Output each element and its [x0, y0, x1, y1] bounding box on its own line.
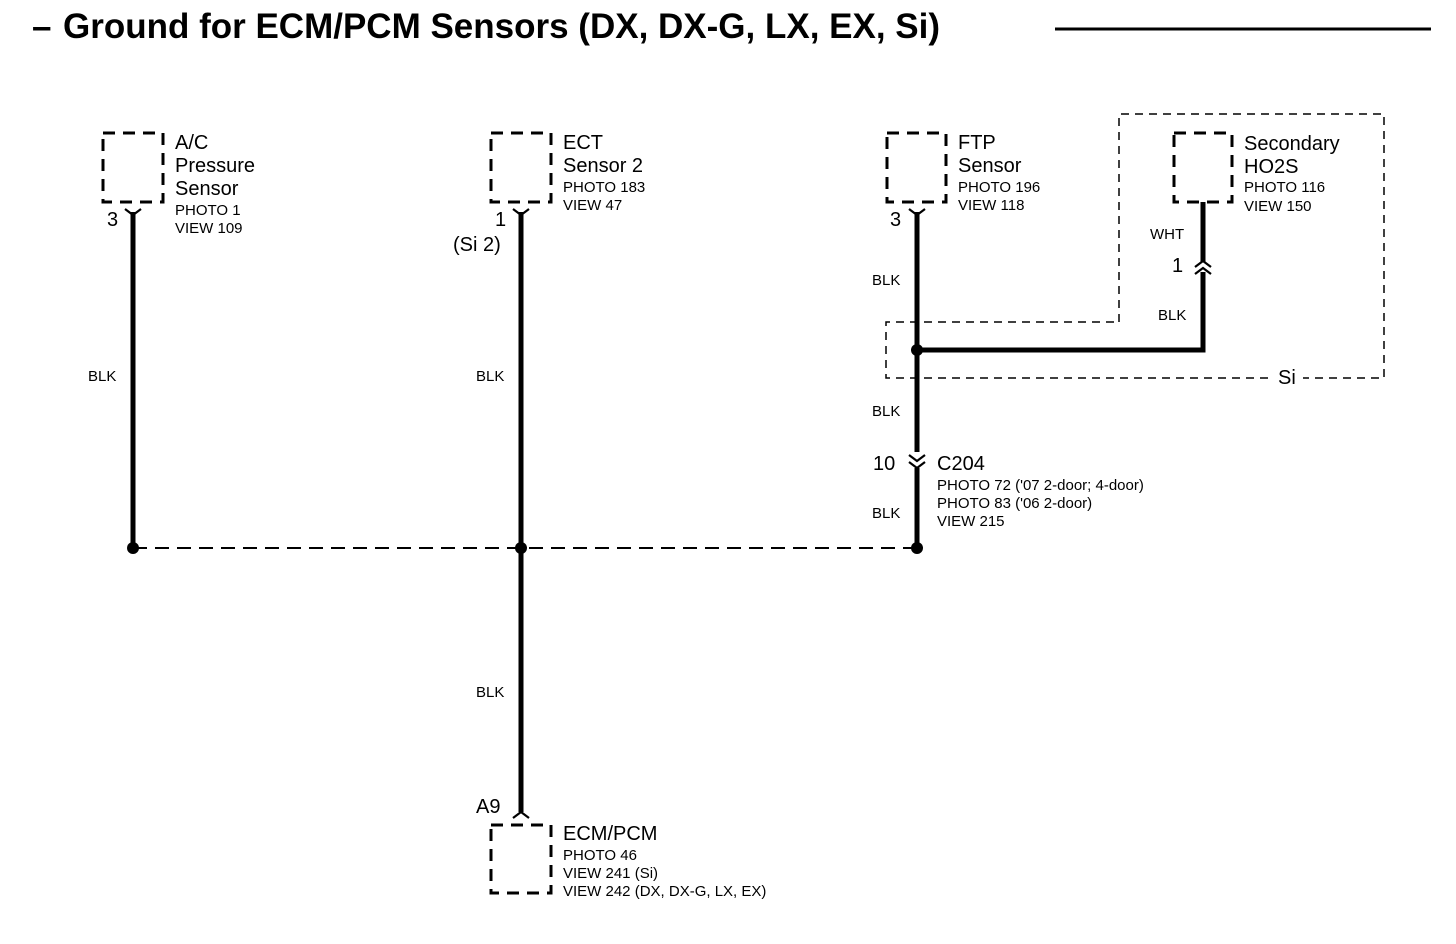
c204-lower-wire-color-label: BLK [872, 505, 900, 522]
ftp-sensor-view-ref: VIEW 118 [958, 197, 1024, 214]
ect-sensor-view-ref: VIEW 47 [563, 197, 622, 214]
ac-sensor-view-ref: VIEW 109 [175, 220, 243, 237]
ect-sensor-2: ECT Sensor 2 PHOTO 183 VIEW 47 1 (Si 2) [453, 131, 645, 256]
si-option-region [1118, 113, 1385, 379]
ecm-pcm-pin: A9 [476, 796, 500, 818]
ho2s-upper-wire-color-label: WHT [1150, 226, 1184, 243]
ecm-pcm-photo-ref: PHOTO 46 [563, 847, 637, 864]
ecm-wire-color-label: BLK [476, 684, 504, 701]
ho2s-name-line2: HO2S [1244, 156, 1298, 178]
ftp-sensor-name-line2: Sensor [958, 155, 1022, 177]
ac-sensor-photo-ref: PHOTO 1 [175, 202, 241, 219]
ecm-pcm-name: ECM/PCM [563, 823, 657, 845]
ac-sensor-name-line2: Pressure [175, 155, 255, 177]
secondary-ho2s-box [1172, 131, 1234, 204]
page-title: Ground for ECM/PCM Sensors (DX, DX-G, LX… [63, 7, 940, 46]
ac-ground-splice [127, 542, 139, 554]
secondary-ho2s: Secondary HO2S PHOTO 116 VIEW 150 [1172, 131, 1340, 215]
c204-pin: 10 [873, 453, 895, 475]
ac-wire-color-label: BLK [88, 368, 116, 385]
ho2s-inline-connector [1194, 259, 1212, 275]
ecm-pcm-box [489, 823, 553, 895]
ftp-wire-color-label: BLK [872, 272, 900, 289]
c204-photo-ref-1: PHOTO 72 ('07 2-door; 4-door) [937, 477, 1144, 494]
ho2s-lower-wire-color-label: BLK [1158, 307, 1186, 324]
ect-sensor-pin: 1 [495, 209, 506, 231]
ho2s-inline-pin: 1 [1172, 255, 1183, 277]
ftp-sensor-pin: 3 [890, 209, 901, 231]
ftp-ground-splice [911, 542, 923, 554]
ecm-pcm: A9 ECM/PCM PHOTO 46 VIEW 241 (Si) VIEW 2… [476, 796, 766, 900]
ect-sensor-photo-ref: PHOTO 183 [563, 179, 645, 196]
c204-connector: 10 C204 PHOTO 72 ('07 2-door; 4-door) PH… [873, 453, 1144, 530]
ftp-lower-wire-color-label: BLK [872, 403, 900, 420]
ecm-pcm-terminal [512, 810, 530, 819]
c204-photo-ref-2: PHOTO 83 ('06 2-door) [937, 495, 1092, 512]
ect-sensor-name-line1: ECT [563, 132, 603, 154]
si-option-region-lower [885, 321, 1268, 379]
si-region-label: Si [1278, 367, 1296, 389]
c204-name: C204 [937, 453, 985, 475]
ftp-sensor-photo-ref: PHOTO 196 [958, 179, 1040, 196]
ect-wire-color-label: BLK [476, 368, 504, 385]
ac-sensor-name-line1: A/C [175, 132, 208, 154]
ac-sensor-name-line3: Sensor [175, 178, 239, 200]
ftp-sensor: FTP Sensor PHOTO 196 VIEW 118 3 [885, 131, 1040, 231]
ho2s-view-ref: VIEW 150 [1244, 198, 1312, 215]
ftp-ho2s-splice [911, 344, 923, 356]
ect-sensor-name-line2: Sensor 2 [563, 155, 643, 177]
ac-pressure-sensor-box [101, 131, 165, 204]
c204-view-ref: VIEW 215 [937, 513, 1005, 530]
ftp-sensor-box [885, 131, 948, 204]
ect-sensor-box [489, 131, 553, 204]
ac-sensor-pin: 3 [107, 209, 118, 231]
ecm-pcm-view-ref-other: VIEW 242 (DX, DX-G, LX, EX) [563, 883, 766, 900]
ho2s-name-line1: Secondary [1244, 133, 1340, 155]
ho2s-photo-ref: PHOTO 116 [1244, 179, 1325, 196]
title-dash: – [32, 7, 51, 46]
ecm-pcm-view-ref-si: VIEW 241 (Si) [563, 865, 658, 882]
ho2s-lower-wire [917, 272, 1206, 353]
ftp-sensor-name-line1: FTP [958, 132, 996, 154]
c204-connector-symbol [908, 454, 926, 470]
ect-sensor-pin-note: (Si 2) [453, 234, 501, 256]
ac-pressure-sensor: A/C Pressure Sensor PHOTO 1 VIEW 109 3 [101, 131, 255, 237]
